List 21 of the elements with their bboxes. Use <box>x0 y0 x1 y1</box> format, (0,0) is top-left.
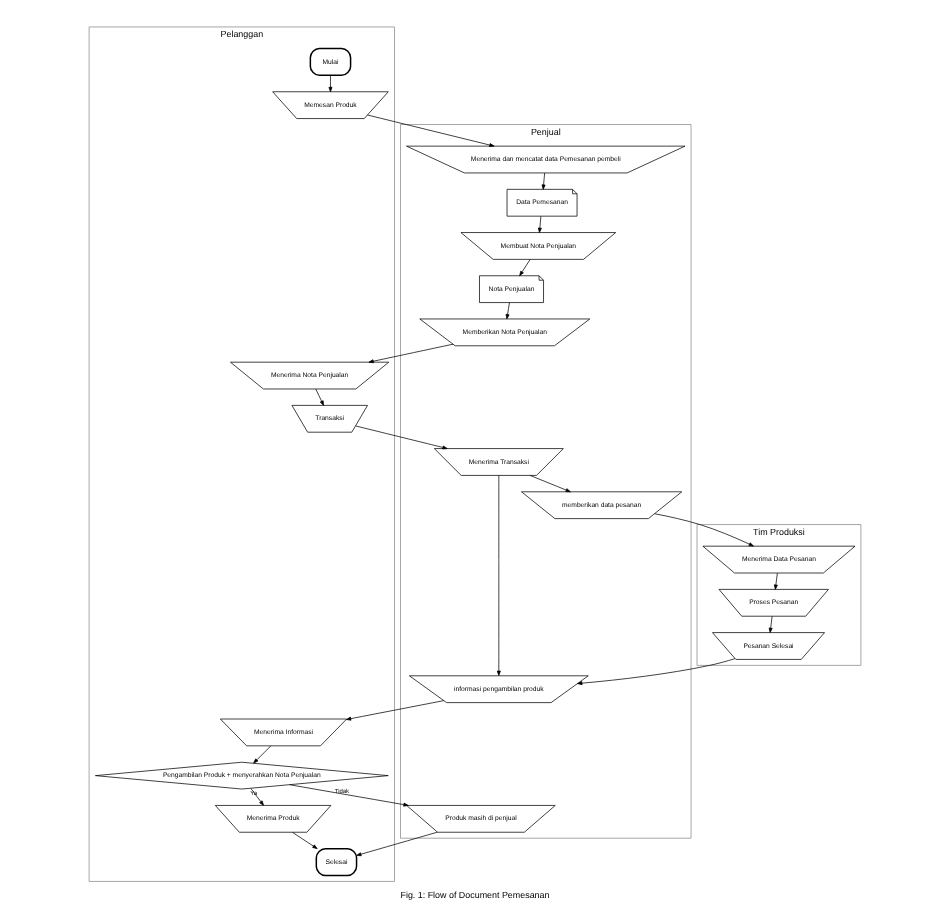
arrow <box>249 787 263 805</box>
arrow <box>367 342 453 363</box>
arrow <box>291 830 317 848</box>
arrow <box>355 830 437 856</box>
arrow <box>252 744 271 763</box>
arrow <box>518 258 530 276</box>
arrow <box>504 301 509 319</box>
arrow <box>495 474 500 675</box>
arrow <box>767 614 772 632</box>
arrow <box>345 699 444 720</box>
arrow <box>366 113 494 146</box>
arrow <box>354 424 447 449</box>
arrow <box>536 214 541 232</box>
arrow <box>528 474 570 492</box>
arrow <box>314 387 323 405</box>
arrow <box>576 657 735 685</box>
arrow <box>653 512 753 546</box>
arrow <box>288 783 408 806</box>
arrow <box>772 571 777 589</box>
arrow <box>540 171 545 189</box>
arrow <box>327 74 332 92</box>
